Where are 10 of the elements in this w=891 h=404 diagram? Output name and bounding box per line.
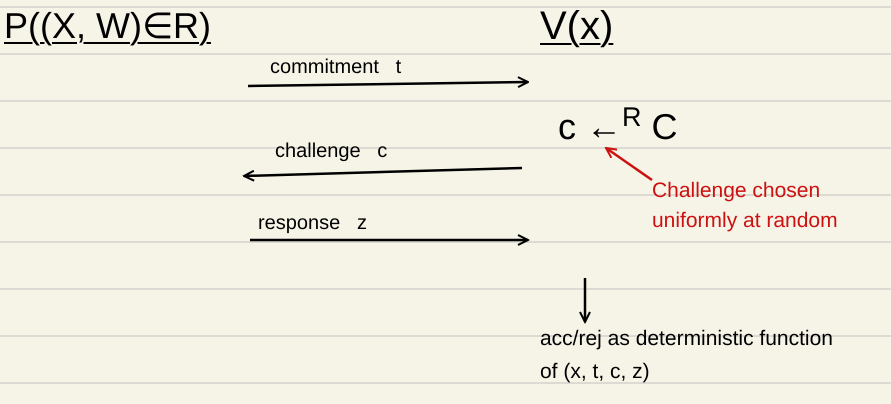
party-heading: P((X, W)∈R) <box>4 4 212 48</box>
arrow <box>605 146 653 182</box>
arrow <box>579 278 591 323</box>
party-heading: V(x) <box>540 4 614 48</box>
note-text: acc/rej as deterministic function of (x, t, c, z) <box>540 326 834 385</box>
math-expression: c ←$^{R}$ C <box>558 106 679 148</box>
message-label: response z <box>258 211 367 236</box>
message-label: commitment t <box>270 55 402 80</box>
message-label: challenge c <box>275 139 388 164</box>
annotation-note: Challenge chosen uniformly at random <box>652 178 839 234</box>
